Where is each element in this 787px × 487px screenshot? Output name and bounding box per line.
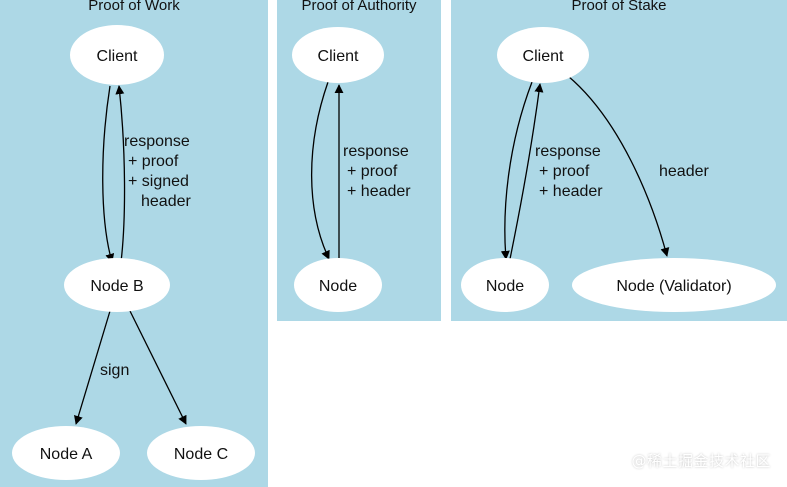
pow-edge-nodeb-to-nodec (129, 310, 187, 425)
pow-edge-nodeb-to-client (115, 85, 126, 263)
pow-edge-label-line-3: + signed (128, 173, 189, 190)
pos-validator-ellipse (572, 258, 776, 312)
poa-node-node: Node (294, 258, 382, 312)
poa-edge-label-line-3: + header (347, 183, 411, 200)
pow-nodec-ellipse (147, 426, 255, 480)
pos-edge-label-line-1: response (535, 143, 601, 160)
poa-edge-label-line-1: response (343, 143, 409, 160)
watermark-text: @稀土掘金技术社区 (631, 452, 771, 470)
pos-edge-label-line-2: + proof (539, 163, 590, 180)
pow-edge-nodeb-to-nodea (74, 310, 111, 425)
pow-client-ellipse (70, 25, 164, 85)
pos-edge-node-to-client (509, 83, 544, 260)
poa-edge-label-line-2: + proof (347, 163, 398, 180)
pow-nodeb-node: Node B (64, 258, 170, 312)
pow-edge-label-line-2: + proof (128, 153, 179, 170)
pow-nodea-ellipse (12, 426, 120, 480)
poa-node-ellipse (294, 258, 382, 312)
pow-edge-label-line-4: header (141, 193, 191, 210)
pos-client-ellipse (497, 27, 589, 83)
pow-nodeb-label: Node B (90, 278, 143, 295)
pos-edge-label-line-3: + header (539, 183, 603, 200)
pow-edge-client-to-nodeb (102, 85, 115, 263)
pow-edge-label-line-1: response (124, 133, 190, 150)
pow-nodeb-ellipse (64, 258, 170, 312)
pow-client-label: Client (97, 48, 138, 65)
pos-client-node: Client (497, 27, 589, 83)
poa-edge-client-to-node (310, 81, 330, 260)
pos-edge-header-label: header (659, 163, 709, 180)
pow-title: Proof of Work (88, 0, 180, 14)
pos-validator-node: Node (Validator) (572, 258, 776, 312)
pow-nodec-label: Node C (174, 446, 228, 463)
poa-client-label: Client (318, 48, 359, 65)
pow-nodec-node: Node C (147, 426, 255, 480)
pos-title: Proof of Stake (571, 0, 666, 14)
pos-node-ellipse (461, 258, 549, 312)
pow-nodea-node: Node A (12, 426, 120, 480)
poa-client-ellipse (292, 27, 384, 83)
pow-nodea-label: Node A (40, 446, 93, 463)
pos-node-node: Node (461, 258, 549, 312)
pos-edge-client-to-node (500, 81, 533, 260)
poa-node-label: Node (319, 278, 357, 295)
poa-title: Proof of Authority (301, 0, 417, 14)
pos-node-label: Node (486, 278, 524, 295)
poa-client-node: Client (292, 27, 384, 83)
pow-edge-sign-label: sign (100, 362, 129, 379)
pow-client-node: Client (70, 25, 164, 85)
pos-validator-label: Node (Validator) (616, 278, 731, 295)
pos-client-label: Client (523, 48, 564, 65)
pos-edge-client-to-validator (567, 75, 670, 257)
